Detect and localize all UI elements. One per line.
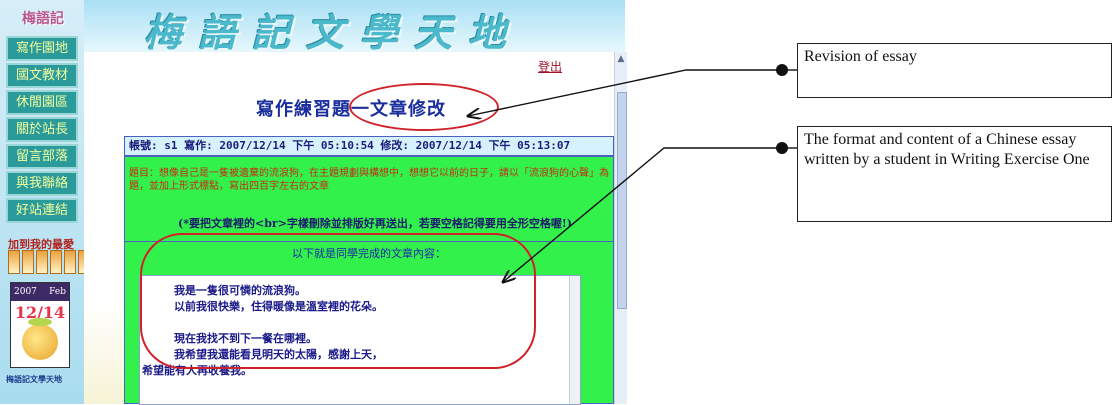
scrollbar-thumb[interactable] (617, 92, 627, 309)
add-favorites-link[interactable]: 加到我的最愛 (8, 238, 74, 251)
page-scrollbar[interactable]: ▲ (614, 52, 627, 404)
highlight-ellipse-essay (140, 233, 536, 369)
scroll-up-icon[interactable]: ▲ (617, 54, 625, 64)
bookmark-icon (8, 250, 20, 274)
bookmark-icon (64, 250, 76, 274)
essay-line: 以前我很快樂，住得暖像是溫室裡的花朵。 (174, 300, 383, 313)
site-banner: 梅語記文學天地 (84, 0, 625, 55)
essay-line: 我希望我還能看見明天的太陽，感謝上天， (174, 348, 383, 361)
essay-line: 我是一隻很可憐的流浪狗。 (174, 284, 306, 297)
nav-item-about[interactable]: 關於站長 (6, 117, 78, 142)
format-note: (*要把文章裡的<br>字樣刪除並排版好再送出，若要空格記得要用全形空格喔!) (178, 217, 572, 230)
callout-essay-format: The format and content of a Chinese essa… (797, 126, 1112, 222)
highlight-ellipse-title (349, 83, 499, 131)
nav-item-links[interactable]: 好站連結 (6, 198, 78, 223)
calendar-date: 12/14 (14, 303, 66, 322)
sidebar-footer: 梅語記文學天地 (6, 374, 62, 384)
banner-title: 梅語記文學天地 (144, 10, 523, 55)
essay-line: 現在我找不到下一餐在哪裡。 (174, 332, 317, 345)
divider (125, 241, 613, 242)
bookmark-icon (36, 250, 48, 274)
callout-revision: Revision of essay (797, 43, 1112, 98)
essay-scrollbar[interactable] (569, 276, 580, 404)
calendar-month: Feb (49, 287, 66, 297)
nav-item-writing[interactable]: 寫作園地 (6, 36, 78, 61)
account-info-bar: 帳號: s1 寫作: 2007/12/14 下午 05:10:54 修改: 20… (124, 136, 614, 156)
calendar-widget: 2007 Feb 12/14 (10, 282, 70, 368)
nav-item-guestbook[interactable]: 留言部落 (6, 144, 78, 169)
bookmark-icon (50, 250, 62, 274)
site-logo[interactable]: 梅語記 (22, 11, 64, 27)
bookmark-icon (22, 250, 34, 274)
calendar-year: 2007 (14, 287, 37, 297)
essay-textarea[interactable]: 我是一隻很可憐的流浪狗。 以前我很快樂，住得暖像是溫室裡的花朵。 現在我找不到下… (139, 275, 581, 405)
content-label: 以下就是同學完成的文章內容： (292, 247, 446, 260)
exercise-instructions: 題目：想像自己是一隻被遺棄的流浪狗，在主題規劃與構想中，想想它以前的日子，請以「… (129, 168, 609, 192)
sidebar: 梅語記 寫作園地 國文教材 休閒園區 關於站長 留言部落 與我聯絡 好站連結 加… (0, 0, 90, 404)
nav-item-chinese-materials[interactable]: 國文教材 (6, 63, 78, 88)
mascot-icon (22, 318, 58, 360)
nav-item-leisure[interactable]: 休閒園區 (6, 90, 78, 115)
logout-link[interactable]: 登出 (538, 60, 563, 74)
nav-item-contact[interactable]: 與我聯絡 (6, 171, 78, 196)
bookmark-icons (8, 250, 90, 274)
